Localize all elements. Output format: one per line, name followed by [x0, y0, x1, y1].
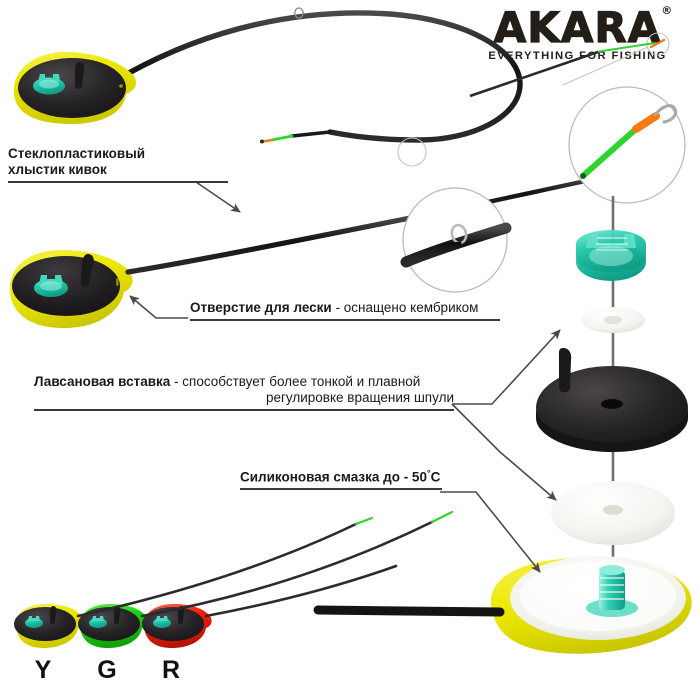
magnified-tip-orange [632, 112, 660, 133]
rod-tip-upper [469, 50, 599, 98]
callout-fiberglass-whip-line1: Стеклопластиковый [8, 146, 146, 161]
degree-symbol-icon: ° [426, 468, 431, 478]
brand-wordmark: AKARA® [493, 5, 672, 49]
variant-red [142, 604, 212, 648]
registered-trademark-icon: ® [661, 4, 674, 17]
callout-line-hole-text: Отверстие для лески - оснащено кембриком [190, 300, 500, 316]
leader-lavsan-down [451, 403, 557, 501]
variant-label-yellow: Y [34, 656, 52, 684]
whip-tip-magnifier [562, 32, 686, 204]
line-guide-magnifier [397, 137, 512, 293]
whip-green [140, 520, 434, 618]
reel-handle-peg-2 [81, 254, 94, 287]
variant-label-green: G [97, 656, 117, 684]
rod-blank-curve [124, 10, 523, 143]
thumb-screw-cap [576, 230, 646, 281]
variant-label-red: R [161, 656, 181, 684]
brand-name-text: AKARA [493, 3, 662, 52]
leader-line-hole [129, 295, 188, 319]
spool-handle-peg [558, 348, 572, 393]
lavsan-center-hole [603, 505, 623, 515]
callout-silicone-text: Силиконовая смазка до - 50°С [240, 468, 442, 485]
callout-line-hole-regular: - оснащено кембриком [331, 300, 479, 315]
brand-logo: AKARA® EVERYTHING FOR FISHING [470, 5, 685, 62]
callout-silicone-unit: С [430, 469, 441, 485]
magnified-tip-end [580, 173, 586, 179]
callout-rule [190, 318, 500, 321]
reel-thumb-clip-2 [34, 275, 68, 297]
upper-washer [581, 307, 645, 333]
callout-fiberglass-whip-line2: хлыстик кивок [8, 161, 107, 177]
rod-blank-mid [125, 213, 423, 275]
threaded-post [586, 565, 638, 617]
line-hole-kembrik [116, 278, 119, 286]
rod-stub-bottom [313, 605, 505, 617]
exploded-assembly [313, 196, 692, 654]
callout-rule [8, 180, 228, 183]
reel-top-left [13, 51, 137, 124]
leader-silicone-grease [440, 491, 541, 573]
variant-green [78, 604, 148, 648]
callout-silicone-bold: Силиконовая смазка до - 50 [240, 469, 427, 485]
callout-lavsan-regular: - способствует более тонкой и плавной [170, 374, 421, 389]
leader-fiberglass-whip [160, 181, 241, 213]
line-hole-top [119, 84, 123, 88]
callout-silicone-grease: Силиконовая смазка до - 50°С [240, 468, 442, 491]
reel-body-exploded [313, 556, 692, 654]
post-thread-lines [600, 577, 624, 600]
magnified-tip-ring [653, 104, 678, 124]
callout-rule [240, 488, 442, 491]
spool-center-hole [601, 399, 623, 409]
rod-tip-green-segment [595, 42, 656, 53]
whip-tip-end [260, 139, 264, 144]
spool-disc-rim [536, 408, 688, 452]
callout-rule [34, 408, 454, 411]
reel-handle-peg [75, 62, 85, 89]
reel-thumb-clip [33, 74, 65, 95]
leader-lavsan-up [452, 329, 561, 405]
callout-line-hole-bold: Отверстие для лески [190, 300, 332, 315]
rod-guide-ring-top [294, 7, 304, 19]
lavsan-washer [551, 481, 675, 545]
whip-tip-green [270, 134, 294, 142]
variant-yellow [14, 604, 84, 648]
reel-spool-disc [18, 58, 126, 118]
callout-lavsan-bold: Лавсановая вставка [34, 374, 171, 389]
rod-assembly-top [124, 7, 523, 144]
whip-tip-orange [261, 138, 274, 143]
screw-thread-lines [596, 237, 628, 251]
whip-red [204, 564, 398, 618]
whip-yellow [76, 522, 358, 618]
callout-lavsan-line2: регулировке вращения шпули [265, 389, 454, 405]
zoom-source-ring-guide [397, 137, 427, 167]
magnifier-leader-tip [562, 46, 649, 86]
callout-fiberglass-whip: Стеклопластиковый хлыстик кивок [8, 146, 228, 183]
callout-line-hole: Отверстие для лески - оснащено кембриком [190, 300, 500, 321]
magnified-tip-green [581, 125, 640, 178]
callout-lavsan-line1: Лавсановая вставка - способствует более … [34, 374, 454, 390]
spool-disc [536, 348, 688, 452]
variant-whips [76, 510, 454, 618]
rod-taper [290, 130, 332, 138]
callout-lavsan-insert: Лавсановая вставка - способствует более … [34, 374, 454, 411]
